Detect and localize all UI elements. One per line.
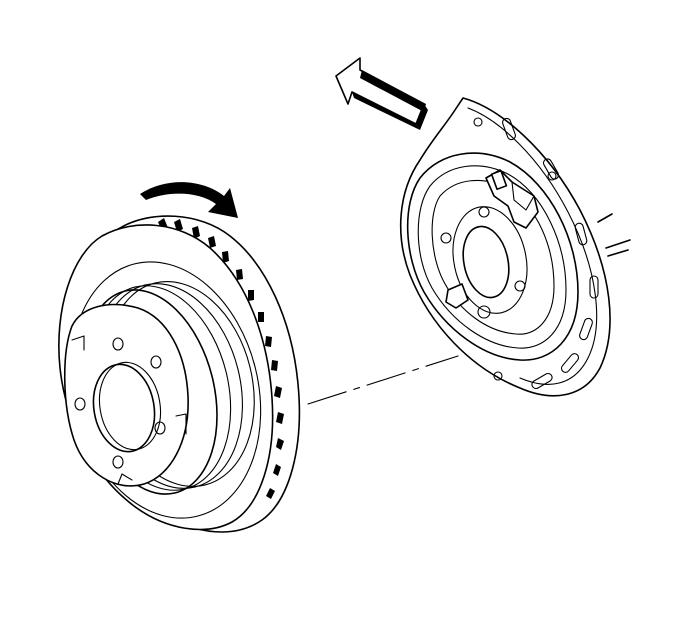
rotation-arrow-icon [140, 182, 238, 218]
parking-brake-backing-plate [399, 97, 631, 397]
centerline [307, 355, 459, 405]
brake-rotor [58, 215, 301, 533]
removal-direction-arrow-icon [335, 57, 428, 130]
lug-holes [74, 337, 166, 469]
flange-slots [473, 117, 599, 390]
